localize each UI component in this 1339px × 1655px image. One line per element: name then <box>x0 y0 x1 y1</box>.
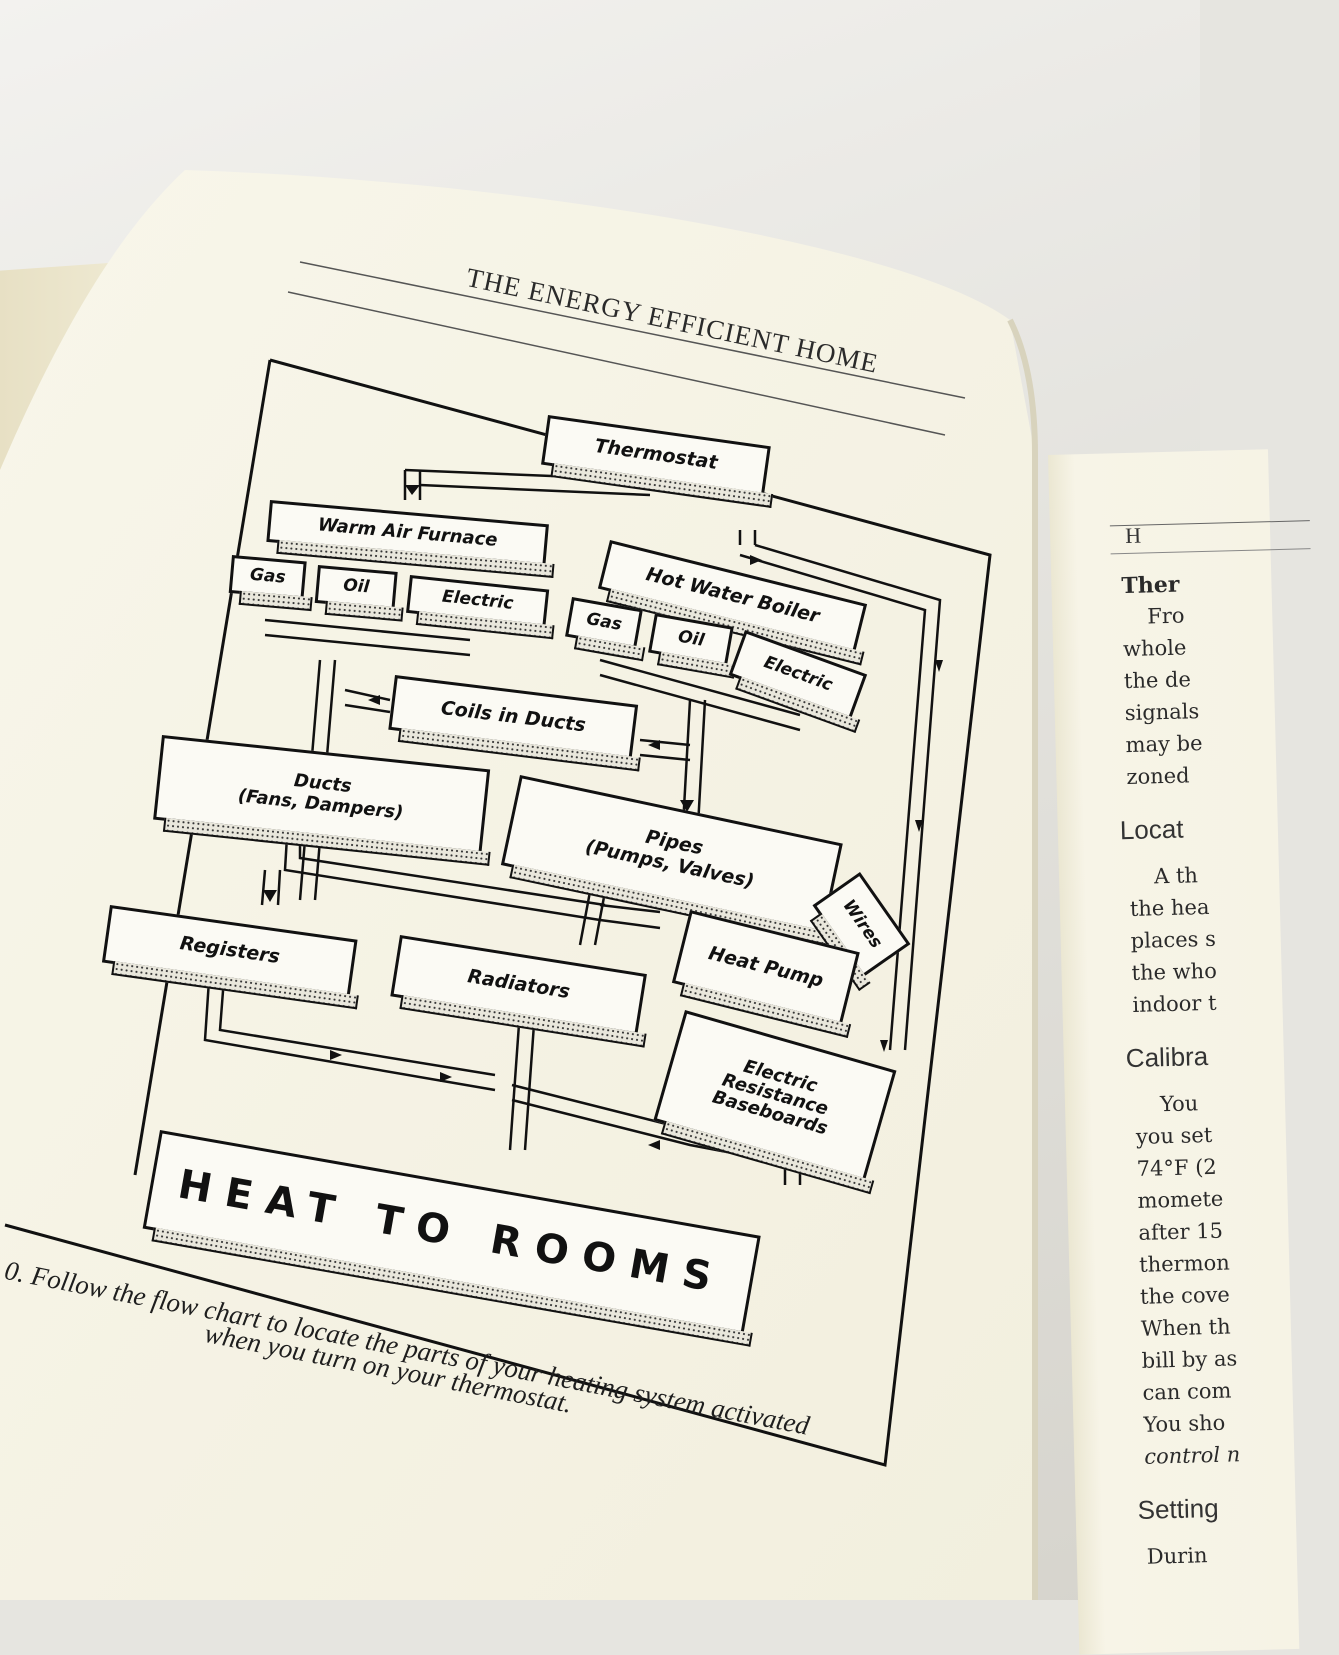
furnace-gas-box: Gas <box>228 555 307 600</box>
right-page-line: after 15 <box>1138 1218 1224 1245</box>
furnace-electric-label: Electric <box>441 586 515 615</box>
right-page-line: control n <box>1143 1442 1241 1469</box>
boiler-electric-label: Electric <box>761 652 836 696</box>
right-page-line: zoned <box>1126 763 1190 790</box>
furnace-oil-label: Oil <box>342 575 371 598</box>
heat-pump-label: Heat Pump <box>706 941 826 992</box>
right-page-line: may be <box>1125 731 1203 758</box>
thermostat-label: Thermostat <box>593 434 719 475</box>
right-page-line: bill by as <box>1141 1346 1238 1373</box>
wires-label: Wires <box>838 896 886 953</box>
furnace-gas-label: Gas <box>249 564 287 588</box>
right-page-line: Setting <box>1137 1492 1219 1526</box>
right-page-line: momete <box>1137 1186 1224 1213</box>
right-page-line: can com <box>1142 1378 1232 1405</box>
right-page-line: 74°F (2 <box>1136 1154 1218 1181</box>
right-page-line: Fro <box>1146 603 1185 629</box>
right-header-rule-bottom <box>1110 548 1311 555</box>
right-page-line: When th <box>1140 1314 1231 1341</box>
right-page-line: the de <box>1123 667 1192 694</box>
right-page-line: whole <box>1122 635 1187 662</box>
right-page-line: the hea <box>1129 894 1210 922</box>
furnace-oil-box: Oil <box>314 565 398 610</box>
right-page-line: Locat <box>1119 813 1184 846</box>
right-page-line: Calibra <box>1125 1041 1209 1074</box>
right-page-line: you set <box>1135 1122 1213 1149</box>
right-page-line: You sho <box>1143 1410 1226 1437</box>
right-page-line: Ther <box>1121 571 1180 600</box>
right-page-line: signals <box>1124 699 1200 726</box>
boiler-oil-label: Oil <box>676 626 706 651</box>
warm-air-furnace-label: Warm Air Furnace <box>317 513 499 551</box>
boiler-gas-label: Gas <box>584 609 624 636</box>
right-page-line: You <box>1159 1091 1199 1117</box>
right-page-line: the cove <box>1139 1282 1231 1309</box>
registers-label: Registers <box>178 932 282 969</box>
right-page-line: places s <box>1130 926 1217 953</box>
right-page-header: H <box>1124 522 1142 549</box>
right-page-line: Durin <box>1146 1543 1208 1569</box>
right-page-line: thermon <box>1138 1250 1231 1277</box>
radiators-label: Radiators <box>466 965 572 1004</box>
right-page-line: indoor t <box>1132 990 1217 1017</box>
right-page-line: A th <box>1153 863 1199 889</box>
right-page-line: the who <box>1131 958 1218 985</box>
coils-in-ducts-label: Coils in Ducts <box>439 696 587 737</box>
